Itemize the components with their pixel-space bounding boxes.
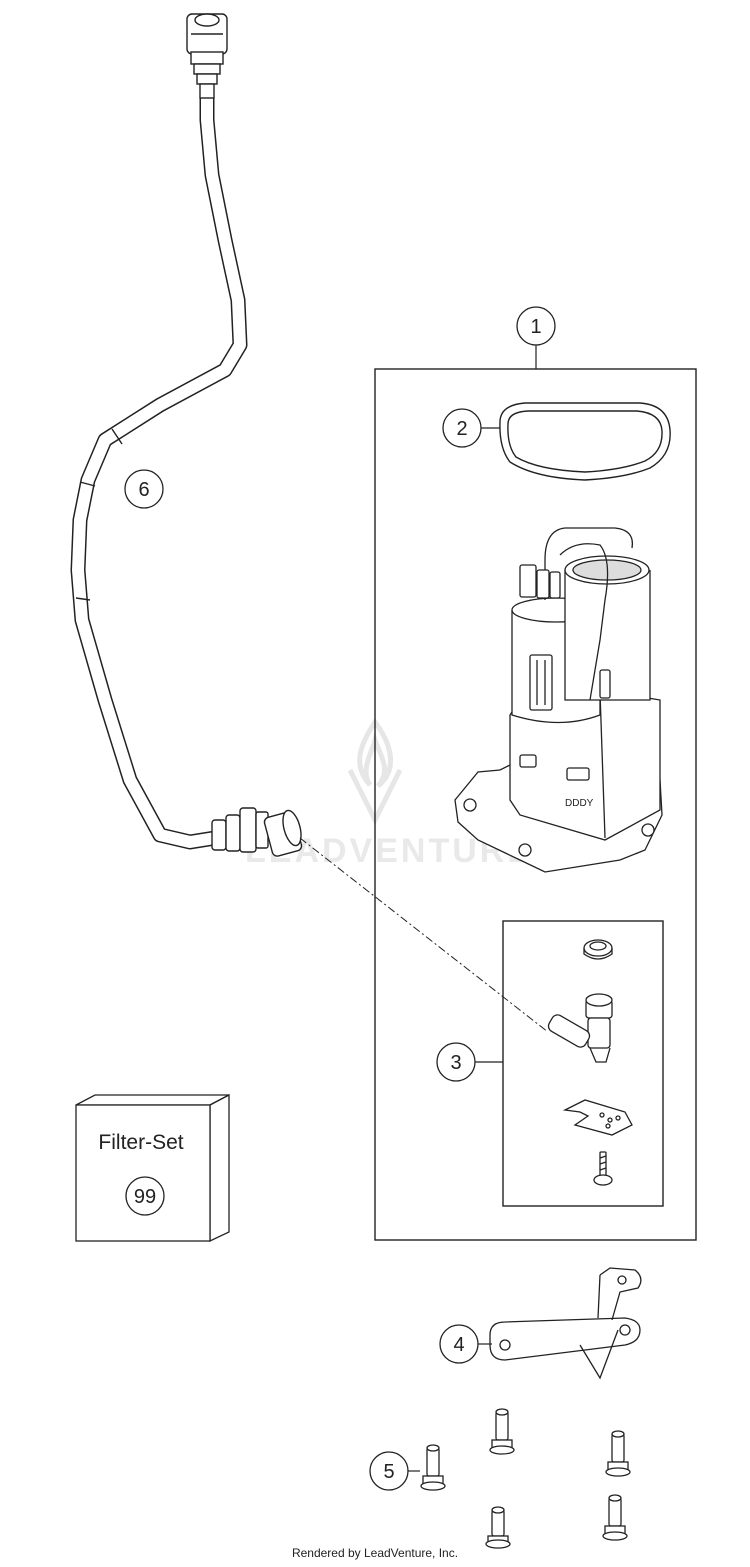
callout-1: 1	[516, 306, 556, 346]
callout-4-label: 4	[453, 1334, 464, 1356]
bolt-3	[605, 1430, 631, 1477]
filter-set-box	[75, 1093, 230, 1243]
callout-5-label: 5	[383, 1461, 394, 1483]
callout-3: 3	[436, 1042, 476, 1082]
callout-3-label: 3	[450, 1052, 461, 1074]
filter-set-number: 99	[134, 1186, 156, 1208]
callout-6: 6	[124, 469, 164, 509]
callout-4: 4	[439, 1324, 479, 1364]
pump-marking: DDDY	[565, 798, 594, 809]
callout-2: 2	[442, 408, 482, 448]
fuel-hose-part-6	[70, 13, 303, 857]
gasket-part-2	[499, 402, 671, 481]
bolts-part-5	[420, 1408, 631, 1549]
assembly-leader-line	[299, 837, 549, 1033]
fuel-pump-module: DDDY	[454, 527, 663, 873]
bolt-2	[489, 1408, 515, 1455]
bolt-1	[420, 1444, 446, 1491]
connector-kit-part-3	[547, 939, 633, 1186]
bolt-5	[602, 1494, 628, 1541]
connector-kit-box	[502, 920, 664, 1207]
filter-set-callout: 99	[125, 1176, 165, 1216]
bolt-4	[485, 1506, 511, 1549]
filter-set-title: Filter-Set	[98, 1131, 183, 1154]
callout-5: 5	[369, 1451, 409, 1491]
callout-2-label: 2	[456, 418, 467, 440]
footer-credit: Rendered by LeadVenture, Inc.	[291, 1546, 459, 1560]
bracket-part-4	[489, 1267, 642, 1380]
callout-1-label: 1	[530, 316, 541, 338]
callout-6-label: 6	[138, 479, 149, 501]
